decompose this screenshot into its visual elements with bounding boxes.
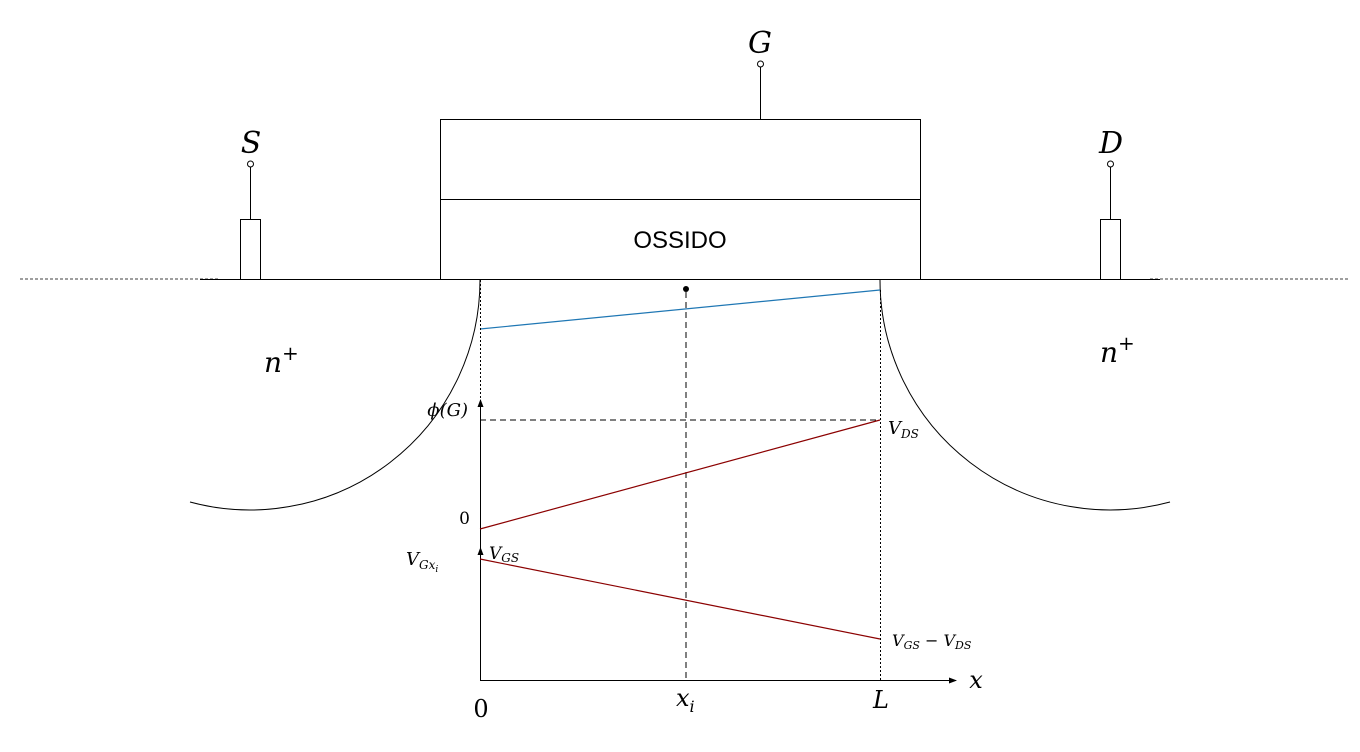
source-region-label: n+ (264, 341, 299, 379)
zero-label: 0 (459, 509, 470, 529)
x-axis-label: x (969, 666, 983, 694)
channel-potential-line (479, 289, 881, 330)
gate-label: G (748, 26, 772, 61)
vgxi-label: VGxi (406, 549, 438, 575)
drain-region-boundary (879, 279, 1171, 511)
drain-terminal (1107, 160, 1114, 168)
drain-label: D (1098, 126, 1123, 161)
y-axis-label: ϕ(G) (427, 400, 468, 421)
source-region-boundary (189, 279, 481, 511)
xi-tick-label: xi (676, 684, 695, 716)
source-contact (240, 219, 261, 280)
channel-voltage-line (479, 419, 881, 530)
drain-contact (1100, 219, 1121, 280)
vgs-minus-vds-label: VGS − VDS (892, 631, 972, 652)
gate-terminal (757, 60, 764, 68)
source-terminal (247, 160, 254, 168)
drain-region-label: n+ (1100, 331, 1135, 369)
vgs-label: VGS (489, 544, 519, 565)
gate-channel-voltage-line (479, 558, 881, 640)
xi-point (683, 286, 689, 292)
oxide-label: OSSIDO (633, 227, 726, 254)
vds-label: VDS (888, 418, 919, 441)
origin-tick-label: 0 (473, 695, 488, 723)
L-tick-label: L (872, 686, 889, 714)
source-label: S (241, 126, 262, 161)
